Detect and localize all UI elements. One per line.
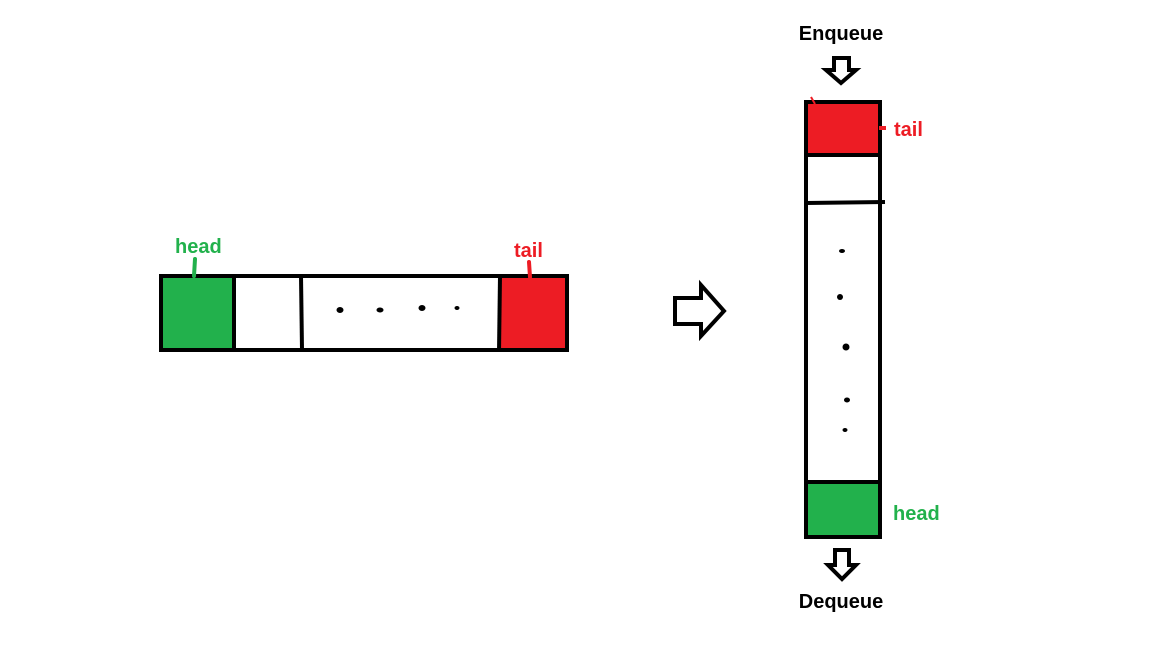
horizontal-tail-cell (500, 276, 567, 350)
ellipsis-dot (839, 249, 845, 253)
vertical-tail-cell (806, 102, 880, 154)
ellipsis-dot (418, 305, 426, 311)
horizontal-tail-pointer (527, 260, 532, 279)
horizontal-tail-label: tail (514, 240, 543, 262)
ellipsis-dot (837, 294, 843, 300)
horizontal-empty-cell (234, 276, 302, 350)
vertical-queue: Enqueue tail head Dequeue (799, 23, 940, 613)
vertical-corner-mark (810, 96, 816, 105)
dequeue-label: Dequeue (799, 591, 883, 613)
ellipsis-dot (336, 307, 344, 313)
vertical-head-cell (806, 482, 880, 537)
horizontal-middle-section (302, 276, 500, 350)
horizontal-divider (299, 275, 304, 351)
enqueue-label: Enqueue (799, 23, 883, 45)
ellipsis-dot (454, 306, 460, 310)
horizontal-queue-frame (159, 274, 569, 352)
vertical-middle-section (806, 202, 880, 482)
horizontal-head-cell (161, 276, 234, 350)
vertical-tail-label: tail (894, 119, 923, 141)
horizontal-queue: head tail (159, 236, 569, 353)
vertical-ellipsis-dots (837, 249, 850, 432)
vertical-empty-cell (806, 154, 880, 202)
vertical-divider (805, 200, 886, 205)
enqueue-arrow-icon (820, 56, 862, 86)
dequeue-arrow-icon (823, 548, 861, 582)
horizontal-divider (497, 275, 502, 353)
right-arrow-icon (673, 279, 727, 342)
horizontal-head-pointer (192, 257, 197, 278)
vertical-head-label: head (893, 503, 940, 525)
horizontal-head-label: head (175, 236, 222, 258)
horizontal-ellipsis-dots (336, 305, 460, 313)
ellipsis-dot (376, 307, 384, 313)
ellipsis-dot (842, 428, 848, 432)
ellipsis-dot (842, 343, 850, 351)
vertical-queue-frame (804, 100, 882, 539)
ellipsis-dot (844, 397, 850, 403)
